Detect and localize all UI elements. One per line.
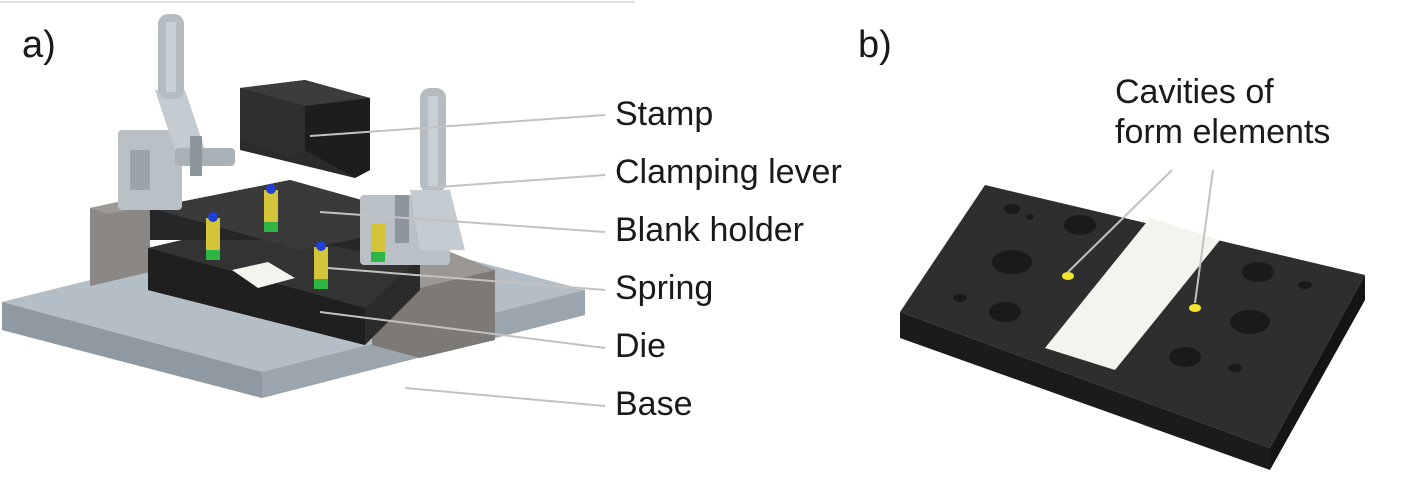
die-plate-side <box>1270 275 1365 470</box>
spring-2 <box>264 184 278 232</box>
blank-strip <box>232 262 295 288</box>
label-cavities-line2: form elements <box>1115 113 1331 151</box>
die-plate-front <box>900 312 1270 470</box>
leader-lines-a <box>309 114 606 407</box>
leader-die <box>319 311 606 349</box>
label-blank-holder: Blank holder <box>615 211 805 249</box>
leader-lines-b <box>1067 169 1214 304</box>
cavity-left <box>1062 272 1074 280</box>
forming-tool-illustration <box>2 14 606 407</box>
stamp-block <box>240 80 370 178</box>
die-holes <box>953 204 1312 372</box>
leader-stamp <box>309 114 606 137</box>
label-spring: Spring <box>615 269 714 307</box>
spring-1 <box>206 212 220 260</box>
label-stamp: Stamp <box>615 95 714 133</box>
label-die: Die <box>615 327 667 365</box>
panel-b-letter: b) <box>858 24 892 66</box>
panel-a-letter: a) <box>22 24 56 66</box>
spring-3 <box>314 241 328 289</box>
blank-strip-b <box>1045 218 1220 370</box>
leader-cavity-left <box>1067 169 1173 273</box>
spring-4 <box>371 224 385 262</box>
cavity-right <box>1189 304 1201 312</box>
leader-base <box>404 387 606 407</box>
die-plate-illustration <box>900 169 1365 470</box>
leader-spring <box>327 267 606 291</box>
left-clamping-lever <box>118 14 235 210</box>
label-cavities-line1: Cavities of <box>1115 73 1274 111</box>
label-clamping-lever: Clamping lever <box>615 153 842 191</box>
leader-blank-holder <box>319 211 606 233</box>
leader-cavity-right <box>1194 169 1214 304</box>
leader-clamping-lever <box>424 174 606 189</box>
label-base: Base <box>615 385 693 423</box>
